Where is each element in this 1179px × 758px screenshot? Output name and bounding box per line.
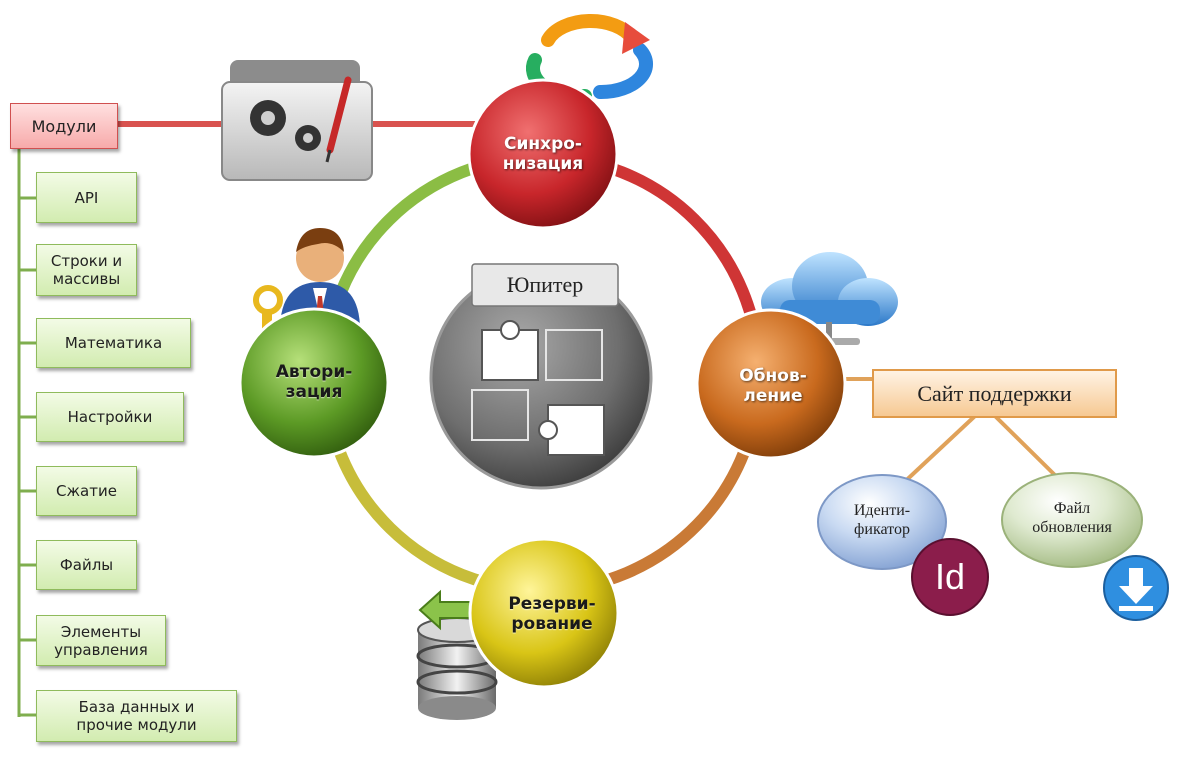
center-title-box bbox=[471, 263, 619, 307]
folder-gears-icon bbox=[221, 60, 373, 181]
update-file-bubble bbox=[1001, 472, 1143, 568]
module-settings: Настройки bbox=[36, 392, 184, 442]
identifier-bubble bbox=[817, 474, 947, 570]
module-database-other: База данных и прочие модули bbox=[36, 690, 237, 742]
support-site-box bbox=[872, 369, 1117, 418]
identifier-label: Иденти- фикатор bbox=[853, 501, 911, 538]
module-compression: Сжатие bbox=[36, 466, 137, 516]
backup-circle bbox=[468, 537, 620, 689]
sync-label: Синхро- низация bbox=[502, 133, 584, 174]
update-label: Обнов- ление bbox=[739, 365, 807, 406]
auth-label: Автори- зация bbox=[275, 361, 353, 402]
module-math: Математика bbox=[36, 318, 191, 368]
module-strings-arrays: Строки и массивы bbox=[36, 244, 137, 296]
update-file-label: Файл обновления bbox=[1032, 499, 1112, 536]
auth-circle bbox=[238, 307, 390, 459]
backup-label: Резерви- рование bbox=[508, 593, 596, 634]
download-icon bbox=[1103, 555, 1169, 621]
indesign-id-icon bbox=[911, 538, 989, 616]
sync-circle bbox=[467, 78, 619, 230]
module-api: API bbox=[36, 172, 137, 223]
module-files: Файлы bbox=[36, 540, 137, 590]
cloud-server-icon bbox=[761, 252, 898, 345]
center-title: Юпитер bbox=[506, 272, 584, 297]
modules-tree-lines bbox=[17, 149, 36, 717]
modules-header: Модули bbox=[10, 103, 118, 149]
support-site-title: Сайт поддержки bbox=[917, 380, 1072, 406]
update-circle bbox=[695, 308, 847, 460]
module-controls: Элементы управления bbox=[36, 615, 166, 666]
id-badge-text: Id bbox=[934, 556, 966, 597]
puzzle-icon bbox=[471, 320, 605, 456]
